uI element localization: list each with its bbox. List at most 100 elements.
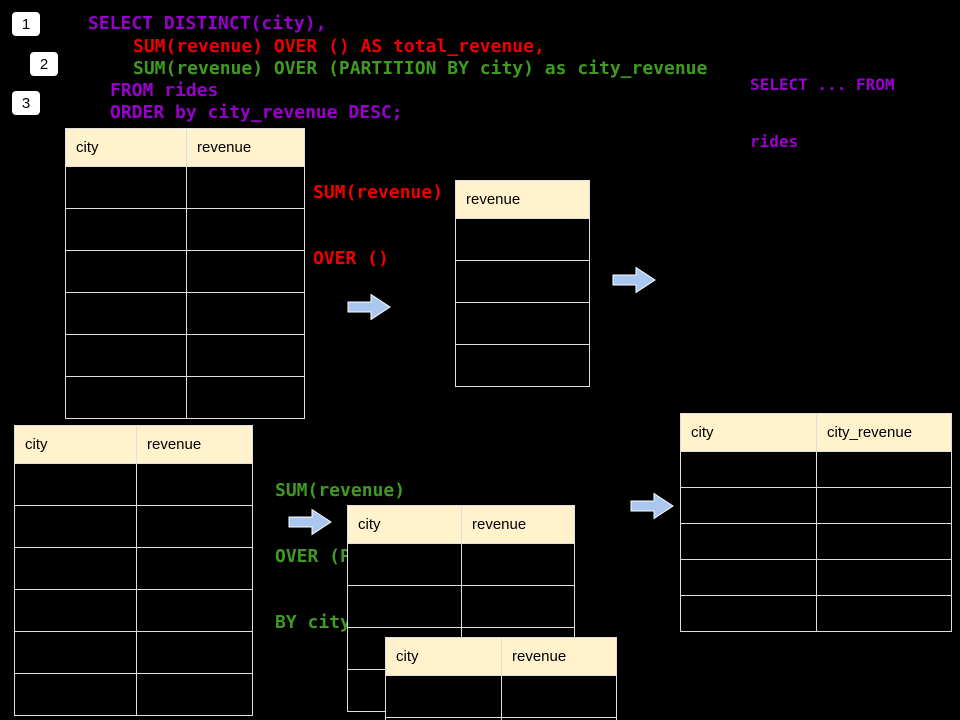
table-row	[680, 595, 952, 632]
table-cell	[186, 166, 305, 209]
column-header-revenue: revenue	[186, 128, 305, 167]
total-revenue-table: revenue	[455, 180, 590, 387]
sql-order-by-line: ORDER by city_revenue DESC;	[110, 102, 403, 123]
sql-from-line: FROM rides	[110, 80, 219, 101]
table-cell	[680, 595, 817, 632]
table-cell	[65, 334, 187, 377]
header-row: city revenue	[65, 128, 305, 167]
step-badge-3: 3	[12, 91, 40, 115]
table-row	[65, 208, 305, 251]
table-cell	[14, 547, 137, 590]
table-cell	[455, 260, 590, 303]
city-revenue-result-table: city city_revenue	[680, 413, 952, 632]
table-cell	[136, 631, 253, 674]
table-cell	[14, 463, 137, 506]
table-cell	[816, 523, 952, 560]
table-row	[14, 589, 253, 632]
step-badge-label: 3	[21, 94, 31, 112]
table-row	[347, 585, 575, 628]
header-row: city city_revenue	[680, 413, 952, 452]
table-row	[65, 292, 305, 335]
table-cell	[14, 505, 137, 548]
column-header-city-revenue: city_revenue	[816, 413, 952, 452]
column-header-city: city	[65, 128, 187, 167]
table-cell	[136, 463, 253, 506]
column-header-city: city	[385, 637, 502, 676]
table-cell	[680, 523, 817, 560]
step-badge-label: 1	[21, 15, 31, 33]
table-cell	[65, 292, 187, 335]
column-header-revenue: revenue	[455, 180, 590, 219]
column-header-city: city	[14, 425, 137, 464]
right-arrow-icon	[630, 492, 674, 520]
table-cell	[14, 631, 137, 674]
over-total-annotation: SUM(revenue) OVER ()	[313, 138, 443, 314]
table-row	[14, 463, 253, 506]
table-cell	[186, 376, 305, 419]
column-header-revenue: revenue	[501, 637, 617, 676]
table-cell	[501, 717, 617, 720]
right-arrow-icon	[612, 266, 656, 294]
header-row: revenue	[455, 180, 590, 219]
table-row	[455, 218, 590, 261]
table-row	[14, 673, 253, 716]
table-cell	[455, 302, 590, 345]
table-row	[680, 487, 952, 524]
header-row: city revenue	[14, 425, 253, 464]
sql-select-line: SELECT DISTINCT(city),	[88, 13, 327, 34]
table-cell	[136, 673, 253, 716]
table-cell	[461, 543, 575, 586]
table-cell	[385, 675, 502, 718]
step-badge-1: 1	[12, 12, 40, 36]
table-row	[65, 166, 305, 209]
table-cell	[136, 505, 253, 548]
source-table-bottom: city revenue	[14, 425, 253, 716]
sql-total-revenue-line: SUM(revenue) OVER () AS total_revenue,	[133, 36, 545, 57]
right-arrow-icon	[347, 293, 391, 321]
table-cell	[455, 218, 590, 261]
table-cell	[136, 589, 253, 632]
table-cell	[65, 376, 187, 419]
header-row: city revenue	[347, 505, 575, 544]
column-header-city: city	[680, 413, 817, 452]
table-row	[65, 250, 305, 293]
over-partition-annotation-line-1: SUM(revenue)	[275, 480, 406, 501]
header-row: city revenue	[385, 637, 617, 676]
table-row	[14, 547, 253, 590]
column-header-city: city	[347, 505, 462, 544]
partition-step-table-2: city revenue	[385, 637, 617, 720]
table-row	[455, 344, 590, 387]
table-row	[347, 543, 575, 586]
sql-side-note-line-2: rides	[750, 132, 799, 151]
source-table-top: city revenue	[65, 128, 305, 419]
table-cell	[347, 585, 462, 628]
over-total-annotation-line-1: SUM(revenue)	[313, 182, 444, 203]
table-cell	[816, 487, 952, 524]
sql-side-note-line-1: SELECT ... FROM	[750, 75, 895, 94]
table-cell	[186, 208, 305, 251]
table-row	[65, 334, 305, 377]
table-row	[65, 376, 305, 419]
table-cell	[816, 595, 952, 632]
table-cell	[65, 166, 187, 209]
table-row	[14, 631, 253, 674]
table-cell	[680, 559, 817, 596]
table-row	[680, 451, 952, 488]
table-cell	[14, 589, 137, 632]
table-row	[680, 559, 952, 596]
table-cell	[186, 334, 305, 377]
column-header-revenue: revenue	[461, 505, 575, 544]
right-arrow-icon	[288, 508, 332, 536]
step-badge-label: 2	[39, 55, 49, 73]
table-row	[14, 505, 253, 548]
table-cell	[65, 250, 187, 293]
table-cell	[186, 250, 305, 293]
table-cell	[455, 344, 590, 387]
sql-side-note: SELECT ... FROM rides	[750, 37, 895, 189]
column-header-revenue: revenue	[136, 425, 253, 464]
table-cell	[186, 292, 305, 335]
table-cell	[816, 559, 952, 596]
sql-city-revenue-line: SUM(revenue) OVER (PARTITION BY city) as…	[133, 58, 708, 79]
table-cell	[461, 585, 575, 628]
